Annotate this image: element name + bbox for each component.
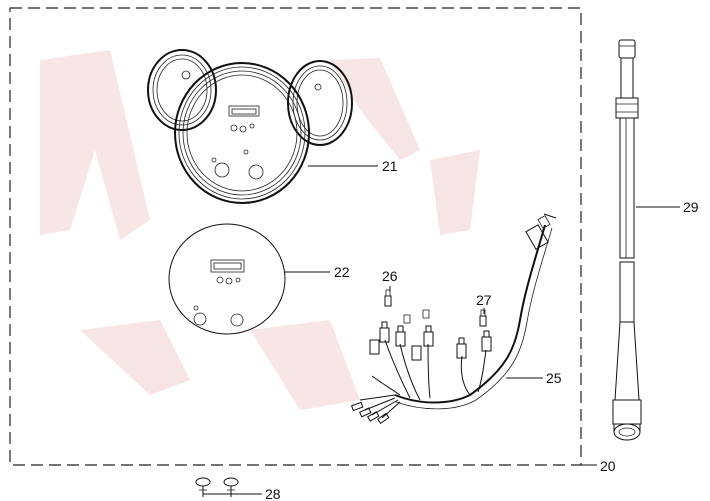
callout-26: 26 <box>382 268 398 284</box>
screws <box>195 477 239 497</box>
bulb-26 <box>384 295 392 307</box>
callout-20: 20 <box>600 458 616 474</box>
assembly-boundary <box>9 7 582 466</box>
speedometer-cable <box>612 39 642 441</box>
meter-assembly <box>147 49 353 204</box>
callout-28: 28 <box>265 486 281 501</box>
callout-21: 21 <box>382 158 398 174</box>
callout-29: 29 <box>683 199 699 215</box>
watermark <box>40 50 480 410</box>
wiring-harness <box>350 213 557 425</box>
callout-22: 22 <box>334 264 350 280</box>
callout-27: 27 <box>476 292 492 308</box>
callout-25: 25 <box>546 370 562 386</box>
dial-face-plate <box>168 223 286 335</box>
bulb-27 <box>479 315 487 327</box>
